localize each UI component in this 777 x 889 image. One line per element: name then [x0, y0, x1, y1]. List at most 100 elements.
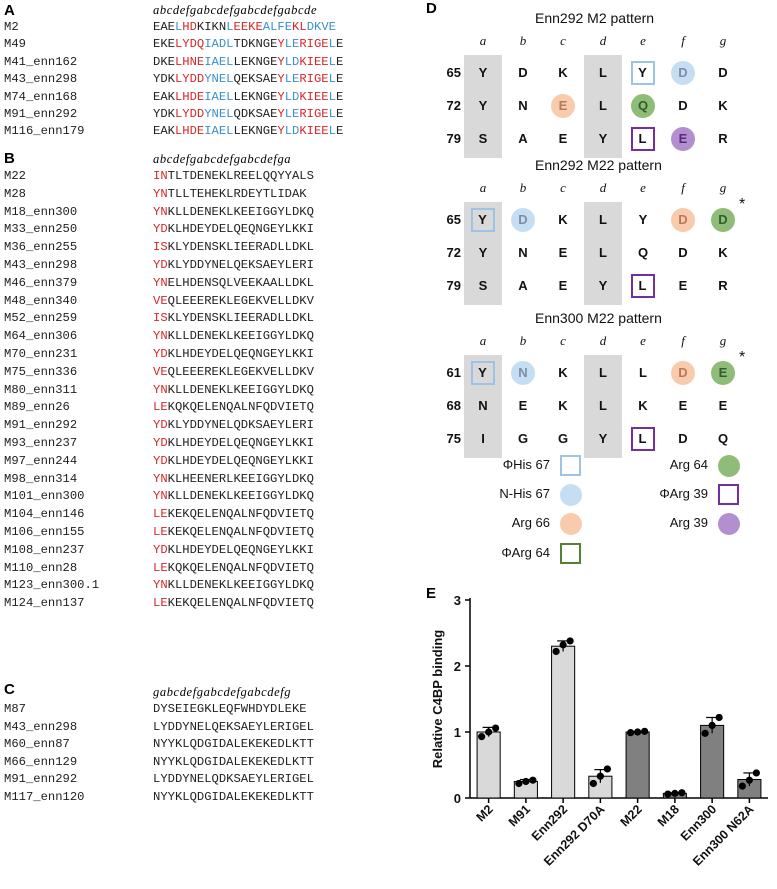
- residue-segment: IAE: [204, 124, 227, 139]
- legend-label: Arg 64: [669, 457, 708, 472]
- data-point: [515, 779, 523, 788]
- residue-segment: TDKNGE: [233, 37, 278, 52]
- residue-segment: KIKN: [196, 20, 227, 34]
- sequence-name: M117_enn120: [4, 789, 85, 804]
- sequence-name: M41_enn162: [4, 54, 78, 69]
- sequence-residues: LYDDYNELQDKSAEYLERIGEL: [153, 772, 314, 786]
- residue-segment: YD: [153, 222, 168, 237]
- heptad-position-header: d: [599, 180, 607, 195]
- panel-a-heptad-header: abcdefgabcdefgabcdefgabcde: [153, 3, 318, 17]
- residue-segment: YN: [153, 578, 168, 593]
- residue-cell: E: [678, 398, 688, 413]
- residue-number: 79: [446, 278, 461, 293]
- sequence-name: M2: [4, 20, 19, 34]
- sequence-name: M46_enn379: [4, 275, 78, 290]
- sequence-name: M22: [4, 169, 26, 183]
- residue-segment: LE: [153, 596, 168, 611]
- residue-segment: E: [335, 107, 344, 121]
- residue-segment: DYSEIEGKLEQFWHDYDLEKE: [153, 702, 307, 716]
- residue-segment: E: [335, 54, 344, 69]
- residue-segment: LD: [284, 89, 300, 104]
- bar: [551, 645, 576, 799]
- panel-a-letter: A: [4, 2, 15, 19]
- sequence-residues: LEKEKQELENQALNFQDVIETQ: [153, 596, 314, 610]
- residue-segment: KQKQELENQALNFQDVIETQ: [167, 560, 314, 575]
- y-tick-label: 1: [454, 725, 461, 740]
- residue-segment: E: [335, 37, 344, 52]
- heptad-position-header: g: [719, 180, 727, 195]
- residue-segment: L: [328, 107, 336, 121]
- sequence-residues: YDKLHDEYDELQEQNGEYLKKI: [153, 543, 314, 557]
- residue-cell: Y: [470, 361, 495, 385]
- residue-segment: LHNE: [174, 54, 205, 69]
- residue-segment: KLLDENEKLKEEIGGYLDKQ: [167, 382, 314, 397]
- data-point: [589, 779, 597, 788]
- residue-cell: S: [478, 278, 488, 293]
- sequence-residues: YDKLYDDYNELQDKSAEYLERI: [153, 418, 314, 432]
- residue-segment: Y: [277, 124, 285, 139]
- residue-number: 79: [446, 131, 461, 146]
- residue-segment: KLHDEYDELQEQNGEYLKKI: [167, 453, 314, 468]
- residue-segment: Y: [277, 89, 285, 104]
- residue-segment: Y: [277, 107, 285, 121]
- residue-cell: L: [599, 65, 607, 80]
- residue-cell: L: [599, 398, 607, 413]
- sequence-name: M18_enn300: [4, 204, 78, 219]
- heptad-position-header: c: [560, 333, 566, 348]
- sequence-residues: ISKLYDENSKLIEERADLLDKL: [153, 240, 314, 254]
- residue-segment: IAD: [204, 37, 227, 52]
- heptad-position-header: c: [560, 180, 566, 195]
- residue-cell: Y: [598, 431, 608, 446]
- legend-square-icon: [560, 455, 581, 476]
- residue-segment: LHDE: [174, 124, 205, 139]
- data-point: [522, 777, 530, 786]
- x-tick-label: M91: [506, 802, 533, 829]
- data-point: [492, 724, 500, 732]
- residue-segment: L: [226, 37, 234, 52]
- residue-segment: LEKNGE: [233, 54, 278, 69]
- sequence-name: M91_enn292: [4, 107, 78, 121]
- panel-c-heptad-header: gabcdefgabcdefgabcdefg: [153, 685, 292, 699]
- sequence-name: M93_enn237: [4, 436, 78, 450]
- residue-segment: LYDD: [174, 72, 205, 87]
- residue-segment: Y: [277, 37, 285, 52]
- data-point: [664, 790, 672, 798]
- residue-segment: LHDE: [174, 89, 205, 104]
- sequence-residues: YDKLYDDYNELQDKSAEYLERIGELE: [153, 107, 343, 121]
- residue-cell: E: [711, 361, 735, 385]
- residue-segment: YD: [153, 436, 168, 450]
- core-position-d-shading: [584, 202, 622, 305]
- panel-c-letter: C: [4, 681, 15, 698]
- sequence-residues: YNTLLTEHEKLRDEYTLIDAK: [153, 187, 307, 201]
- sequence-residues: NYYKLQDGIDALEKEKEDLKTT: [153, 790, 314, 804]
- data-point: [566, 637, 574, 645]
- residue-segment: IAE: [204, 89, 227, 104]
- residue-segment: YN: [153, 471, 168, 486]
- sequence-name: M106_enn155: [4, 525, 85, 539]
- sequence-name: M43_enn298: [4, 72, 78, 87]
- heptad-position-header: e: [640, 33, 646, 48]
- residue-segment: L: [328, 54, 336, 69]
- sequence-name: M49: [4, 37, 26, 52]
- core-position-d-shading: [584, 55, 622, 158]
- heptad-position-header: f: [681, 33, 685, 48]
- residue-cell: N: [511, 361, 535, 385]
- sequence-residues: YNKLLDENEKLKEEIGGYLDKQ: [153, 329, 314, 343]
- sequence-residues: YDKLHDEYDELQEQNGEYLKKI: [153, 436, 314, 450]
- heptad-position-header: b: [519, 333, 527, 348]
- sequence-residues: EAKLHDEIAELLEKNGEYLDKIEELE: [153, 90, 343, 104]
- residue-segment: LYDDYNELQDKSAEYLERIGEL: [153, 772, 314, 786]
- y-tick-label: 0: [454, 791, 461, 806]
- sequence-name: M97_enn244: [4, 453, 78, 468]
- residue-segment: LE: [153, 507, 168, 522]
- sequence-name: M98_enn314: [4, 471, 78, 486]
- data-point: [478, 733, 486, 741]
- residue-segment: KLHEENERLKEEIGGYLDKQ: [167, 471, 314, 486]
- legend-label: Arg 39: [669, 515, 708, 530]
- residue-segment: YD: [153, 418, 168, 433]
- residue-segment: LYDD: [174, 107, 205, 121]
- residue-segment: YNE: [204, 72, 227, 87]
- heptad-position-header: a: [479, 333, 487, 348]
- residue-segment: Y: [277, 72, 285, 87]
- legend-label: Arg 66: [511, 515, 550, 530]
